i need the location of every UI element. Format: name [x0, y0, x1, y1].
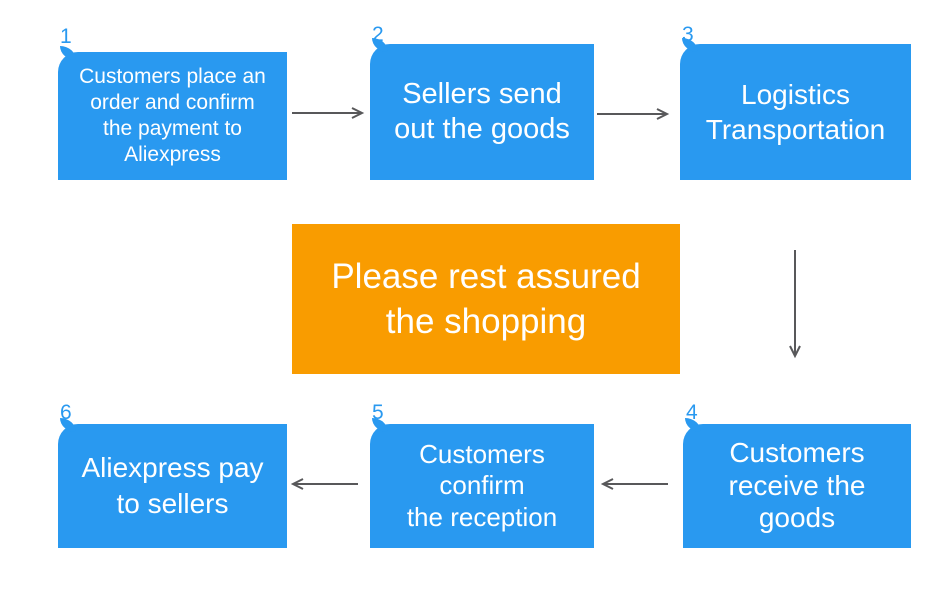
step-number-4: 4 [686, 401, 698, 424]
arrow-step3-to-step4-icon [789, 250, 801, 359]
step-number-6: 6 [60, 401, 72, 424]
arrow-step1-to-step2-icon [292, 107, 365, 119]
step-5-text-line: the reception [406, 501, 558, 532]
step-3-text-line: Logistics [741, 79, 850, 110]
step-1-text-line: Aliexpress [124, 143, 221, 167]
step-1-text-line: the payment to [103, 117, 242, 140]
step-number-5: 5 [372, 401, 384, 424]
banner-text-line: the shopping [385, 302, 587, 341]
step-number-3: 3 [682, 23, 694, 46]
arrow-step2-to-step3-icon [597, 108, 670, 120]
step-box-4: Customers receive the goods [683, 418, 911, 548]
step-number-1: 1 [60, 25, 72, 48]
step-4-text-line: goods [758, 502, 836, 534]
step-1-text-line: Customers place an [79, 64, 266, 88]
step-box-1: Customers place an order and confirm the… [58, 46, 287, 180]
step-box-3: Logistics Transportation [680, 38, 911, 180]
step-3-text-line: Transportation [705, 114, 886, 145]
step-2-text-line: out the goods [394, 113, 570, 145]
reassurance-banner: Please rest assured the shopping [292, 224, 680, 374]
arrow-step4-to-step5-icon [600, 478, 668, 490]
step-box-6: Aliexpress pay to sellers [58, 418, 287, 548]
step-6-text-line: to sellers [116, 488, 229, 519]
step-2-text-line: Sellers send [402, 77, 562, 110]
banner-text-line: Please rest assured [331, 256, 641, 296]
step-5-text-line: confirm [439, 470, 525, 501]
step-box-5: Customers confirm the reception [370, 418, 594, 548]
step-5-text-line: Customers [419, 439, 545, 470]
arrow-step5-to-step6-icon [290, 478, 358, 490]
step-1-text-line: order and confirm [90, 90, 255, 114]
step-4-text-line: receive the [728, 469, 866, 501]
step-box-2: Sellers send out the goods [370, 38, 594, 180]
step-6-text-line: Aliexpress pay [81, 451, 264, 483]
step-4-text-line: Customers [729, 437, 865, 469]
step-number-2: 2 [372, 23, 384, 46]
